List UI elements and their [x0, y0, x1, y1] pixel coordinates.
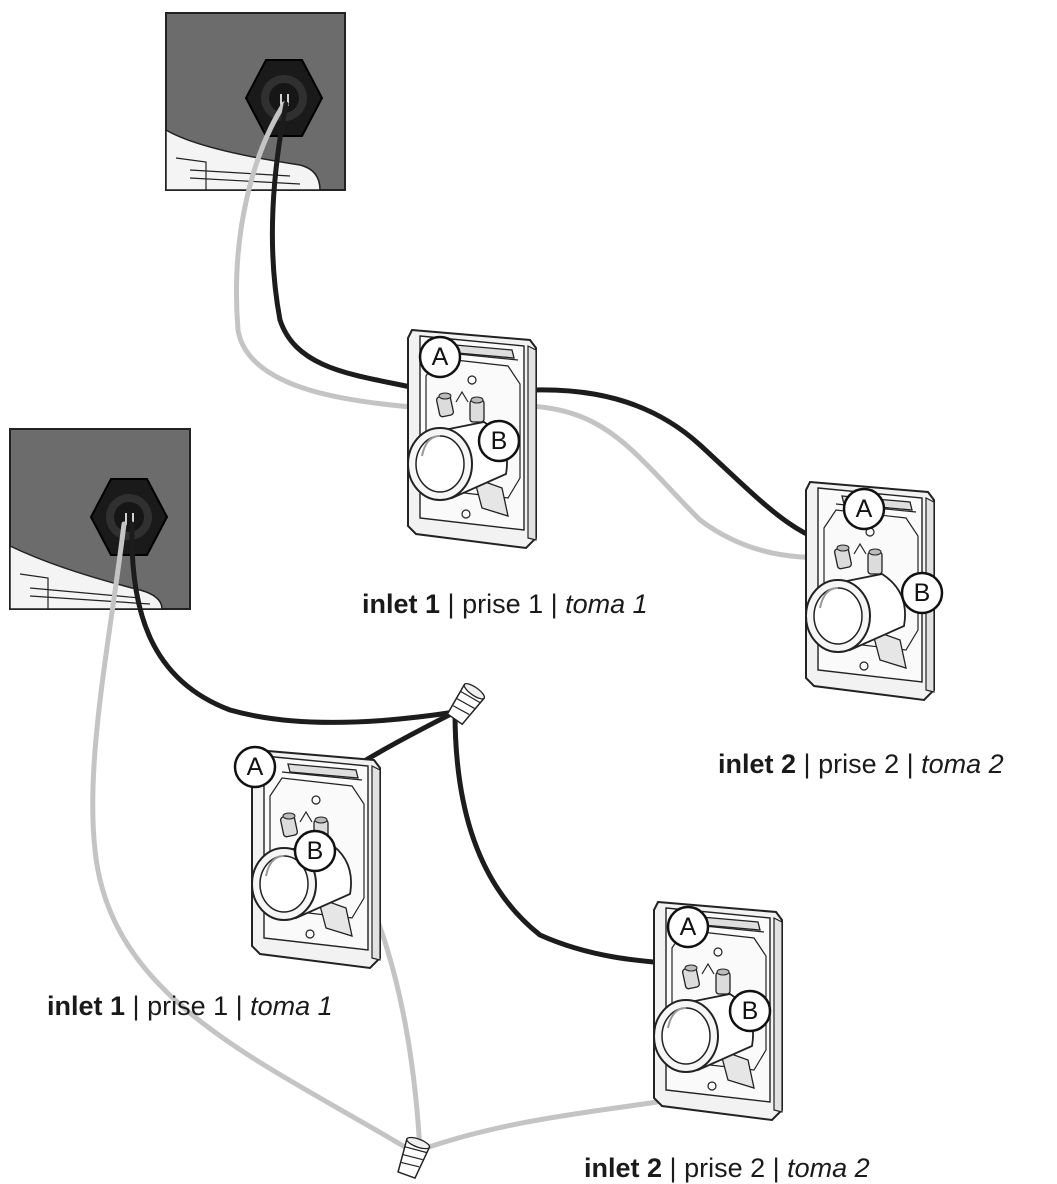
inlet-1: A B inlet 1 | prise 1 | toma 1: [47, 745, 381, 1021]
svg-text:A: A: [432, 343, 449, 371]
inlet-caption: inlet 2 | prise 2 | toma 2: [584, 1153, 870, 1183]
terminal-b-badge: B: [728, 989, 772, 1033]
svg-text:B: B: [742, 997, 759, 1025]
svg-text:A: A: [856, 495, 873, 523]
inlet-2: A B inlet 2 | prise 2 | toma 2: [584, 901, 870, 1183]
black-wire: [269, 101, 851, 548]
terminal-a-badge: A: [418, 335, 462, 379]
inlet-1: A B inlet 1 | prise 1 | toma 1: [362, 329, 648, 619]
inlet-2: A B inlet 2 | prise 2 | toma 2: [718, 481, 1004, 779]
svg-text:B: B: [307, 837, 324, 865]
terminal-a-badge: A: [666, 905, 710, 949]
inlet-caption: inlet 1 | prise 1 | toma 1: [362, 589, 648, 619]
black-wire: [129, 521, 458, 725]
wire-nut-icon: [444, 680, 488, 727]
inlet-caption: inlet 2 | prise 2 | toma 2: [718, 749, 1004, 779]
svg-text:B: B: [914, 579, 931, 607]
gray-wire: [90, 521, 413, 1153]
terminal-a-badge: A: [842, 487, 886, 531]
terminal-a-badge: A: [233, 745, 277, 789]
terminal-b-badge: B: [900, 571, 944, 615]
terminal-b-badge: B: [477, 419, 521, 463]
svg-text:B: B: [491, 427, 508, 455]
terminal-b-badge: B: [293, 829, 337, 873]
inlet-caption: inlet 1 | prise 1 | toma 1: [47, 991, 333, 1021]
diagram-2: A B inlet 1 | prise 1 | toma 1 A B inlet…: [9, 428, 870, 1183]
svg-text:A: A: [247, 753, 264, 781]
black-wire: [452, 709, 703, 969]
svg-text:A: A: [680, 913, 697, 941]
power-unit-icon: [9, 428, 191, 610]
diagram-1: A B inlet 1 | prise 1 | toma 1 A B inlet…: [165, 12, 1004, 779]
